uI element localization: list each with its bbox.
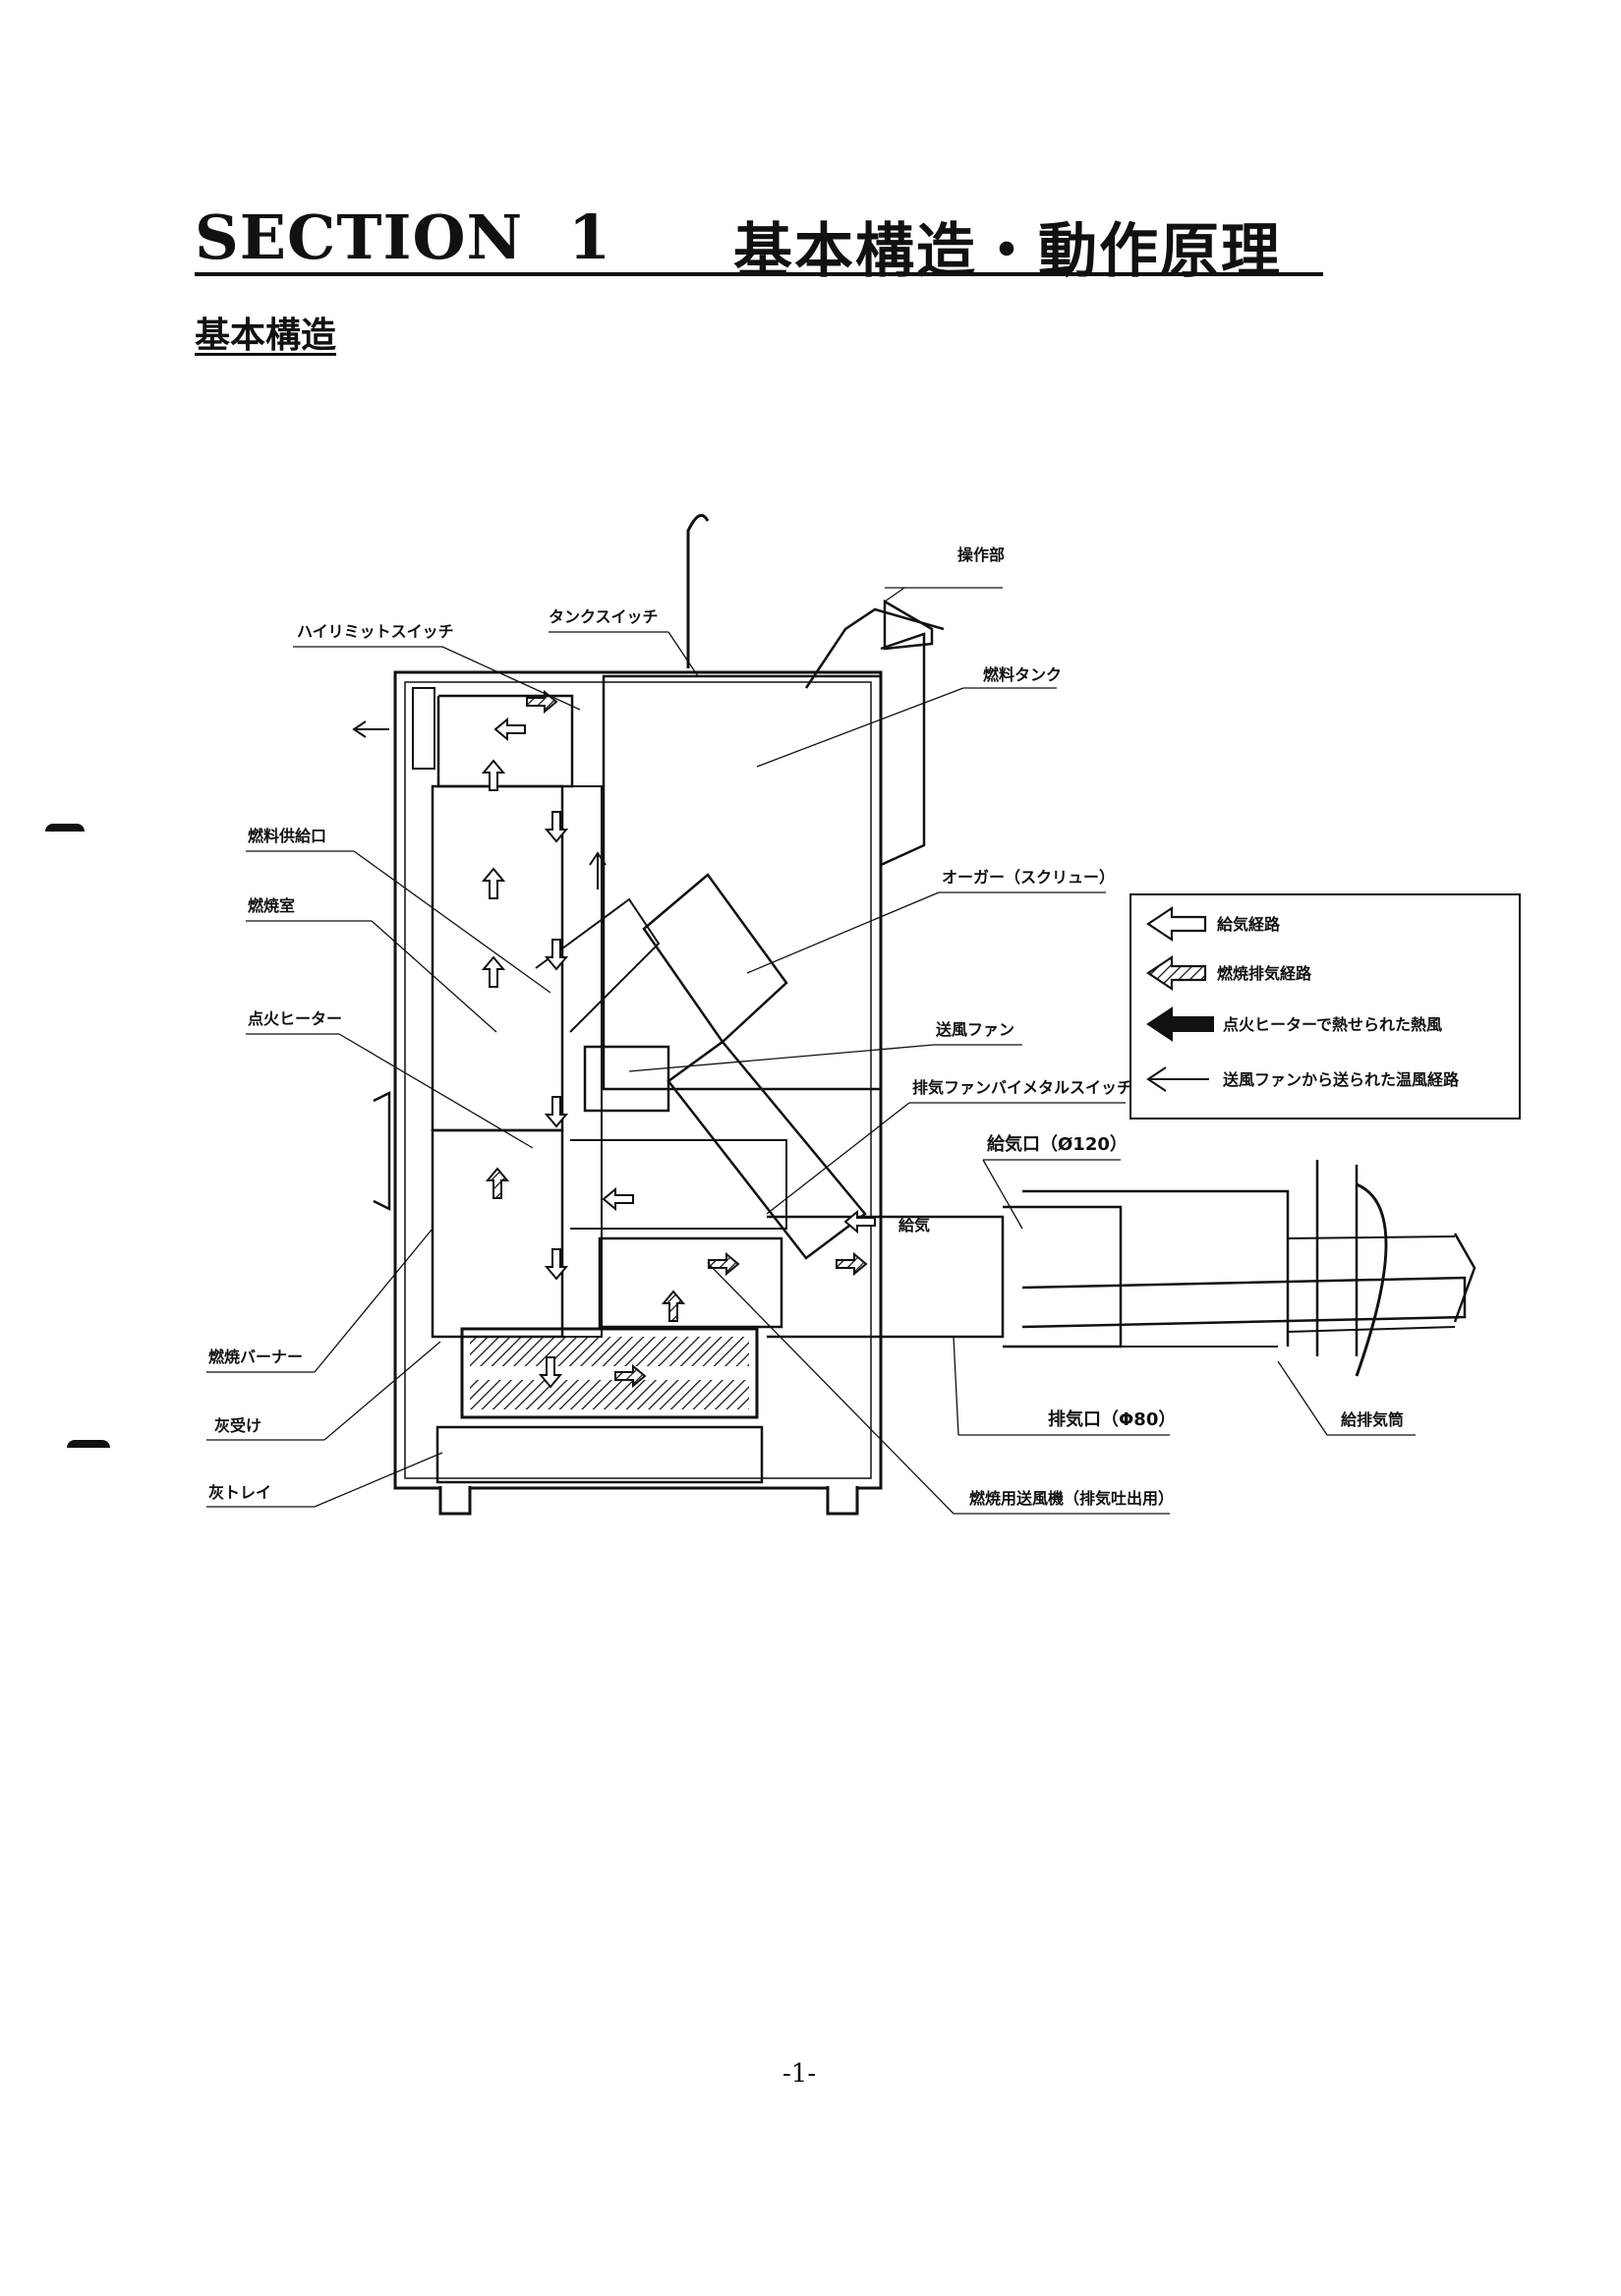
scan-mark — [67, 1440, 110, 1448]
fuel-tank — [602, 674, 883, 1091]
label-intake-port: 給気口（Ø120） — [987, 1133, 1128, 1155]
label-fuel-inlet: 燃料供給口 — [248, 827, 326, 845]
combustion-chamber — [431, 784, 564, 1132]
legend-box: 給気経路 燃焼排気経路 点火ヒーターで熱せられた熱風 送風ファンから送られた温風… — [1129, 893, 1521, 1119]
label-high-limit-switch: ハイリミットスイッチ — [297, 622, 454, 641]
flow-arrows — [352, 691, 876, 1388]
outline-arrow-icon — [1146, 905, 1207, 943]
label-combustion-blower: 燃焼用送風機（排気吐出用） — [969, 1489, 1174, 1508]
scan-mark — [45, 824, 85, 832]
legend-label-intake: 給気経路 — [1217, 915, 1281, 934]
label-ash-receiver: 灰受け — [214, 1416, 261, 1435]
legend-label-combustion-exhaust: 燃焼排気経路 — [1217, 964, 1312, 983]
label-fuel-tank: 燃料タンク — [983, 665, 1062, 684]
label-ash-tray: 灰トレイ — [208, 1483, 271, 1502]
intake-duct — [767, 1215, 1005, 1339]
label-tank-switch: タンクスイッチ — [549, 607, 659, 626]
solid-arrow-icon — [1146, 1006, 1214, 1042]
intake-exhaust-pipe — [1022, 1189, 1290, 1347]
label-intake-exhaust-pipe: 給排気筒 — [1341, 1410, 1404, 1429]
hatched-arrow-icon — [1146, 954, 1207, 992]
page-number: -1- — [782, 2059, 817, 2089]
blower-fan-unit — [583, 1045, 670, 1113]
subsection-title: 基本構造 — [195, 316, 337, 356]
label-exhaust-port: 排気口（Φ80） — [1048, 1408, 1176, 1430]
label-ignition-heater: 点火ヒーター — [248, 1009, 342, 1028]
section-header: SECTION 1 基本構造・動作原理 — [195, 201, 1323, 286]
thin-arrow-icon — [1146, 1066, 1209, 1092]
section-word: SECTION — [195, 201, 524, 273]
label-combustion-chamber: 燃焼室 — [248, 896, 295, 915]
ash-receiver — [460, 1327, 759, 1419]
label-burner: 燃焼バーナー — [208, 1348, 303, 1366]
leader-lines — [206, 587, 1416, 1515]
label-intake: 給気 — [898, 1216, 930, 1234]
legend-label-warm-air: 送風ファンから送られた温風経路 — [1222, 1070, 1460, 1089]
component-labels: 操作部 タンクスイッチ ハイリミットスイッチ 燃料タンク 燃料供給口 燃焼室 オ… — [208, 545, 1404, 1508]
label-exhaust-bimetal-switch: 排気ファンバイメタルスイッチ — [912, 1078, 1132, 1097]
legend-label-heated-air: 点火ヒーターで熱せられた熱風 — [1223, 1015, 1442, 1034]
section-number: 1 — [568, 201, 611, 273]
auger — [642, 873, 867, 1260]
ash-tray — [435, 1425, 764, 1484]
label-auger: オーガー（スクリュー） — [942, 868, 1115, 887]
section-title: 基本構造・動作原理 — [733, 217, 1282, 286]
label-control-panel: 操作部 — [957, 545, 1005, 564]
label-blower-fan: 送風ファン — [935, 1020, 1014, 1039]
